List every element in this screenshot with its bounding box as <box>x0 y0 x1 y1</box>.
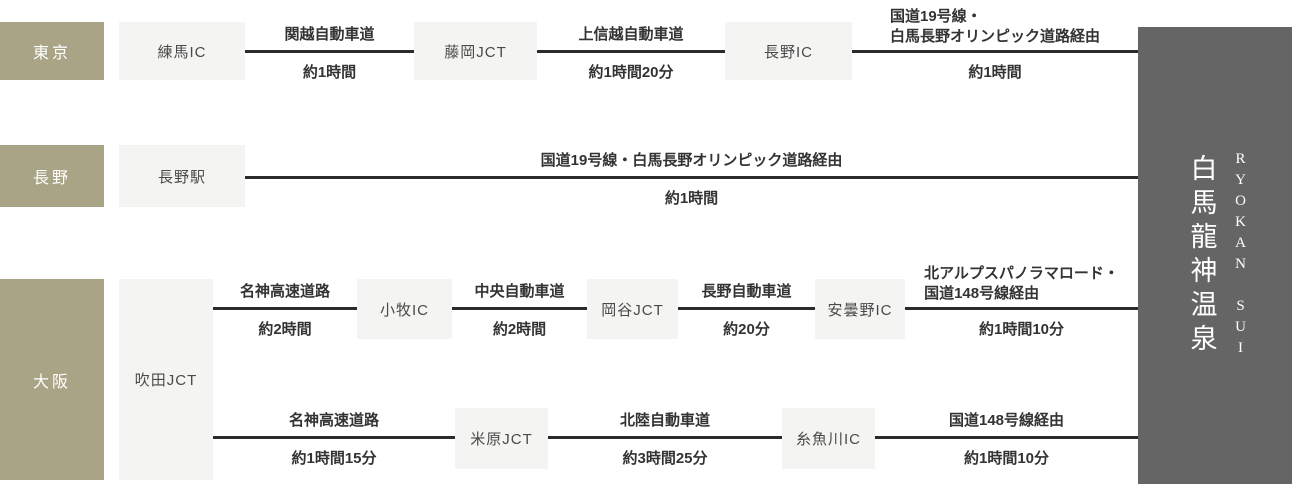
station-label: 長野IC <box>763 43 813 61</box>
station-box-nagano-station: 長野駅 <box>119 145 245 207</box>
station-box-okaya-jct: 岡谷JCT <box>587 279 678 339</box>
route-segment-panorama-road-148: 北アルプスパノラマロード・ 国道148号線経由 約1時間10分 <box>905 265 1138 338</box>
station-label: 練馬IC <box>157 43 207 61</box>
origin-box-tokyo: 東京 <box>0 22 104 80</box>
station-box-itoigawa-ic: 糸魚川IC <box>782 408 875 469</box>
station-box-suita-jct: 吹田JCT <box>119 279 213 480</box>
road-label: 国道148号線経由 <box>948 411 1065 429</box>
station-box-fujioka-jct: 藤岡JCT <box>414 22 537 80</box>
time-label: 約1時間10分 <box>978 321 1065 338</box>
time-label: 約20分 <box>723 321 770 338</box>
road-label: 北陸自動車道 <box>619 411 710 429</box>
route-segment-chuo: 中央自動車道 約2時間 <box>452 283 587 338</box>
route-segment-nagano-expressway: 長野自動車道 約20分 <box>678 283 815 338</box>
road-label: 国道19号線・ 白馬長野オリンピック道路経由 <box>889 7 1100 45</box>
route-segment-kanetsu: 関越自動車道 約1時間 <box>245 26 414 81</box>
station-label: 糸魚川IC <box>795 431 861 448</box>
destination-banner: 白馬龍神温泉 RYOKAN SUI <box>1138 27 1292 484</box>
station-box-azumino-ic: 安曇野IC <box>815 279 905 339</box>
origin-box-nagano: 長野 <box>0 145 104 207</box>
time-label: 約1時間15分 <box>291 450 377 467</box>
time-label: 約1時間 <box>302 64 357 81</box>
station-label: 米原JCT <box>470 431 533 448</box>
time-label: 約2時間 <box>492 321 547 338</box>
time-label: 約2時間 <box>258 321 312 338</box>
road-label: 上信越自動車道 <box>578 25 684 43</box>
station-label: 岡谷JCT <box>601 301 664 319</box>
route-segment-meishin-a: 名神高速道路 約2時間 <box>213 283 357 338</box>
time-label: 約3時間25分 <box>622 450 708 467</box>
station-label: 安曇野IC <box>827 301 893 319</box>
route-segment-route148: 国道148号線経由 約1時間10分 <box>875 412 1138 467</box>
time-label: 約1時間 <box>968 64 1022 81</box>
road-label: 中央自動車道 <box>474 282 565 300</box>
station-box-komaki-ic: 小牧IC <box>357 279 452 339</box>
origin-box-osaka: 大阪 <box>0 279 104 480</box>
destination-name-romaji: RYOKAN SUI <box>1232 150 1249 361</box>
station-label: 藤岡JCT <box>444 43 507 61</box>
route-segment-hokuriku: 北陸自動車道 約3時間25分 <box>548 412 782 467</box>
road-label: 関越自動車道 <box>284 25 375 43</box>
road-label: 長野自動車道 <box>701 282 792 300</box>
station-label: 長野駅 <box>157 168 206 186</box>
origin-label: 東京 <box>32 45 71 62</box>
route-segment-route19-olympic-direct: 国道19号線・白馬長野オリンピック道路経由 約1時間 <box>245 152 1138 207</box>
station-label: 小牧IC <box>379 301 429 319</box>
road-label: 名神高速道路 <box>288 411 379 429</box>
origin-label: 長野 <box>32 170 71 187</box>
route-segment-route19-olympic: 国道19号線・ 白馬長野オリンピック道路経由 約1時間 <box>852 8 1138 81</box>
road-label: 国道19号線・白馬長野オリンピック道路経由 <box>540 151 843 169</box>
station-label: 吹田JCT <box>134 372 198 389</box>
station-box-nerima-ic: 練馬IC <box>119 22 245 80</box>
time-label: 約1時間 <box>664 190 719 207</box>
road-label: 名神高速道路 <box>239 282 330 300</box>
time-label: 約1時間10分 <box>963 450 1050 467</box>
station-box-nagano-ic: 長野IC <box>725 22 852 80</box>
route-segment-meishin-b: 名神高速道路 約1時間15分 <box>213 412 455 467</box>
station-box-maibara-jct: 米原JCT <box>455 408 548 469</box>
road-label: 北アルプスパノラマロード・ 国道148号線経由 <box>924 264 1119 302</box>
time-label: 約1時間20分 <box>588 64 674 81</box>
route-segment-joshinetsu: 上信越自動車道 約1時間20分 <box>537 26 725 81</box>
origin-label: 大阪 <box>32 373 71 391</box>
destination-name-japanese: 白馬龍神温泉 <box>1185 153 1217 358</box>
